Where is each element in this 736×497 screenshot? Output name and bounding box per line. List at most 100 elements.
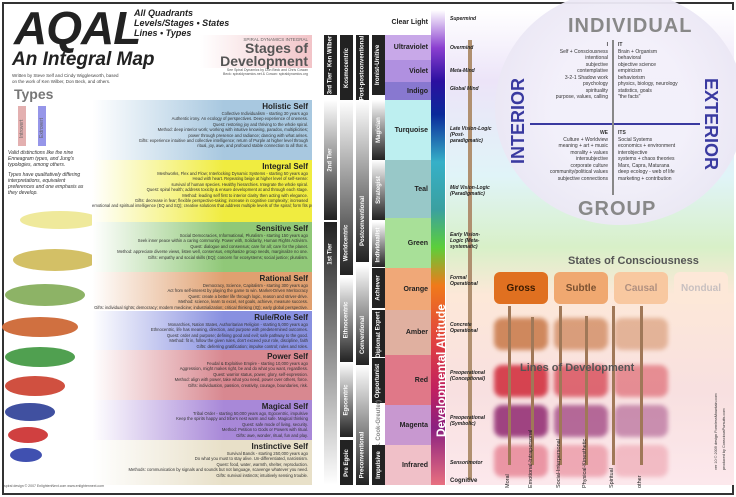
- pre-egoic-column: Pre Egoic: [340, 440, 353, 485]
- tier-1-column: 1st Tier: [324, 222, 337, 485]
- stage-text-line: Method: Petition to Gods or Powers with …: [221, 427, 308, 433]
- development-line-label: Social-Interpersonal: [556, 439, 562, 488]
- stages-ref: Beck: spiraldynamics.net & Cowan: spiral…: [222, 72, 308, 76]
- stages-header: SPIRAL DYNAMICS INTEGRAL Stages of Devel…: [200, 35, 312, 76]
- stage-text-line: Gifts: individual rights; democracy; mod…: [94, 304, 308, 310]
- stage-text-line: emotional and spiritual intelligence (EQ…: [92, 203, 312, 209]
- cognitive-level-label: Sensorimotor: [450, 460, 483, 466]
- altitude-band: Infrared: [385, 445, 431, 485]
- cognitive-level-label: Supermind: [450, 16, 477, 22]
- quadrant-heading: IT: [618, 42, 623, 48]
- stages-ref: See Spiral Dynamics by Don Beck and Chri…: [226, 68, 308, 72]
- ego-stage-opportunist: Opportunist: [372, 358, 385, 403]
- cognitive-level-label: Meta-Mind: [450, 68, 475, 74]
- altitude-band: Green: [385, 218, 431, 268]
- stage-text-line: Act from self-interest by playing the ga…: [167, 288, 308, 294]
- quadrant-exterior: EXTERIOR: [701, 78, 721, 171]
- development-line-label: Spiritual: [609, 468, 615, 488]
- quadrant-text-line: behavioral: [618, 55, 642, 61]
- development-line-bar: [585, 316, 588, 465]
- quadrant-text-line: meaning + art + music: [558, 143, 608, 149]
- quadrant-individual: INDIVIDUAL: [568, 15, 693, 37]
- worldcentric-label: Worldcentric: [343, 224, 350, 261]
- quadrant-text-line: "the facts": [618, 94, 641, 100]
- states-title: States of Consciousness: [568, 255, 699, 267]
- stage-text-line: Feudal & Exploitive Empire - starting 10…: [206, 361, 308, 366]
- stage-text-line: Quest: create a better life through logi…: [188, 293, 308, 299]
- cognitive-level-label: Global Mind: [450, 86, 479, 92]
- ego-stage-label: (S. Cook-Greuter): [375, 399, 382, 451]
- cognitive-level-label: Preoperational (Symbolic): [450, 415, 486, 427]
- quadrant-text-line: statistics, goals: [618, 87, 652, 94]
- cognitive-level-label: Concrete Operational: [450, 322, 478, 334]
- ego-stage-impulsive: Impulsive: [372, 445, 385, 485]
- cognitive-level-label: Mid Vision-Logic (Paradigmatic): [450, 185, 490, 197]
- ego-stage-ironist: Ironist-Unitive: [372, 35, 385, 95]
- stage-name: Rule/Role Self: [254, 313, 308, 322]
- stage-text-line: Method: appreciate diverse views, listen…: [117, 249, 308, 255]
- altitude-band: Indigo: [385, 82, 431, 100]
- stage-text-line: Method: leading self first to interior c…: [182, 192, 308, 198]
- state-level-cell: [554, 318, 608, 350]
- stage-text-line: Gifts: experience intuitive and collecti…: [138, 138, 308, 144]
- ego-stage-magician: Magician: [372, 100, 385, 160]
- altitude-band: Ultraviolet: [385, 35, 431, 60]
- cognitive-level-label: Overmind: [450, 45, 474, 51]
- tagline: All Quadrants Levels/Stages • States Lin…: [134, 8, 229, 38]
- stage-text-line: Head with heart. Repeating beige at high…: [192, 176, 308, 182]
- quadrant-vertical-axis: [612, 40, 614, 195]
- extrovert-label: Extrovert: [39, 117, 45, 138]
- stage-text-line: Method: align with power, take what you …: [174, 377, 308, 383]
- altitude-band: Orange: [385, 268, 431, 310]
- quadrant-horizontal-axis: [530, 123, 700, 125]
- stage-text-line: Tribal Order - starting 50,000 years ago…: [192, 411, 308, 416]
- quadrant-text-line: Marx, Capra, Maturana: [618, 162, 670, 169]
- development-line-bar: [559, 306, 562, 465]
- stage-text-line: Social Democracies, Informational, Plura…: [179, 233, 308, 238]
- types-note-1: Valid distinctions like the nine Enneagr…: [8, 150, 74, 168]
- state-level-cell: [554, 365, 608, 397]
- quadrant-text-line: Self + Consciousness: [559, 48, 608, 55]
- quadrant-text-line: subjective connections: [557, 175, 608, 182]
- quadrant-heading: ITS: [618, 130, 626, 136]
- credit: Written by Steve Self and Cindy Wigglesw…: [12, 73, 119, 84]
- state-gross: Gross: [494, 272, 548, 304]
- stage-name: Sensitive Self: [255, 224, 308, 233]
- ethnocentric-label: Ethnocentric: [343, 301, 350, 338]
- development-line-bar: [508, 306, 511, 465]
- stage-text-line: power through presence and radiance; dan…: [188, 132, 308, 138]
- stage-text-line: Method: science, learn to excel, set goa…: [178, 299, 308, 305]
- ego-stage-achiever: Achiever: [372, 268, 385, 308]
- state-level-cell: [554, 405, 608, 437]
- quadrant-interior: INTERIOR: [508, 78, 528, 165]
- spiral-graphic: [2, 211, 92, 462]
- state-subtle: Subtle: [554, 272, 608, 304]
- preconventional-column: Preconventional: [356, 365, 369, 485]
- quadrant-text-line: morality + values: [570, 149, 608, 156]
- stage-name: Instinctive Self: [251, 442, 308, 451]
- stage-text-line: Ethnocentric, life has meaning, directio…: [150, 327, 308, 333]
- postconventional-column: Postconventional: [356, 100, 369, 262]
- stage-text-line: Gifts: deferring gratification; impulse …: [196, 343, 308, 349]
- state-level-cell: [554, 445, 608, 477]
- stage-text-line: Quest: spiral health; address toxicity &…: [146, 187, 308, 193]
- ego-stage-strategist: Strategist: [372, 160, 385, 220]
- ethnocentric-column: Ethnocentric: [340, 277, 353, 362]
- stage-text-line: Keep the spirits happy and tribe's nest …: [176, 416, 308, 422]
- quadrant-text-line: community/political values: [549, 169, 608, 175]
- spiral-credit: spiral design © 2007 EnlightenNext.com w…: [4, 484, 105, 488]
- preconventional-label: Preconventional: [359, 431, 366, 479]
- quadrant-text-line: Culture + Worldview: [563, 136, 608, 143]
- stage-text-line: Gifts: empathy and social skills (EQ); c…: [147, 254, 308, 260]
- cognitive-level-label: Early Vision-Logic (Meta-systematic): [450, 232, 481, 250]
- altitude-band: Turquoise: [385, 100, 431, 160]
- stage-text-line: Survival Bands - starting 250,000 years …: [226, 451, 308, 456]
- ego-stage-label: Ironist-Unitive: [375, 44, 382, 86]
- types-note-2: Types have qualitatively differing inter…: [8, 172, 84, 196]
- cognitive-level-label: Cognitive: [450, 478, 478, 484]
- stage-text-line: Gifts: individuation, passion, creativit…: [187, 382, 308, 388]
